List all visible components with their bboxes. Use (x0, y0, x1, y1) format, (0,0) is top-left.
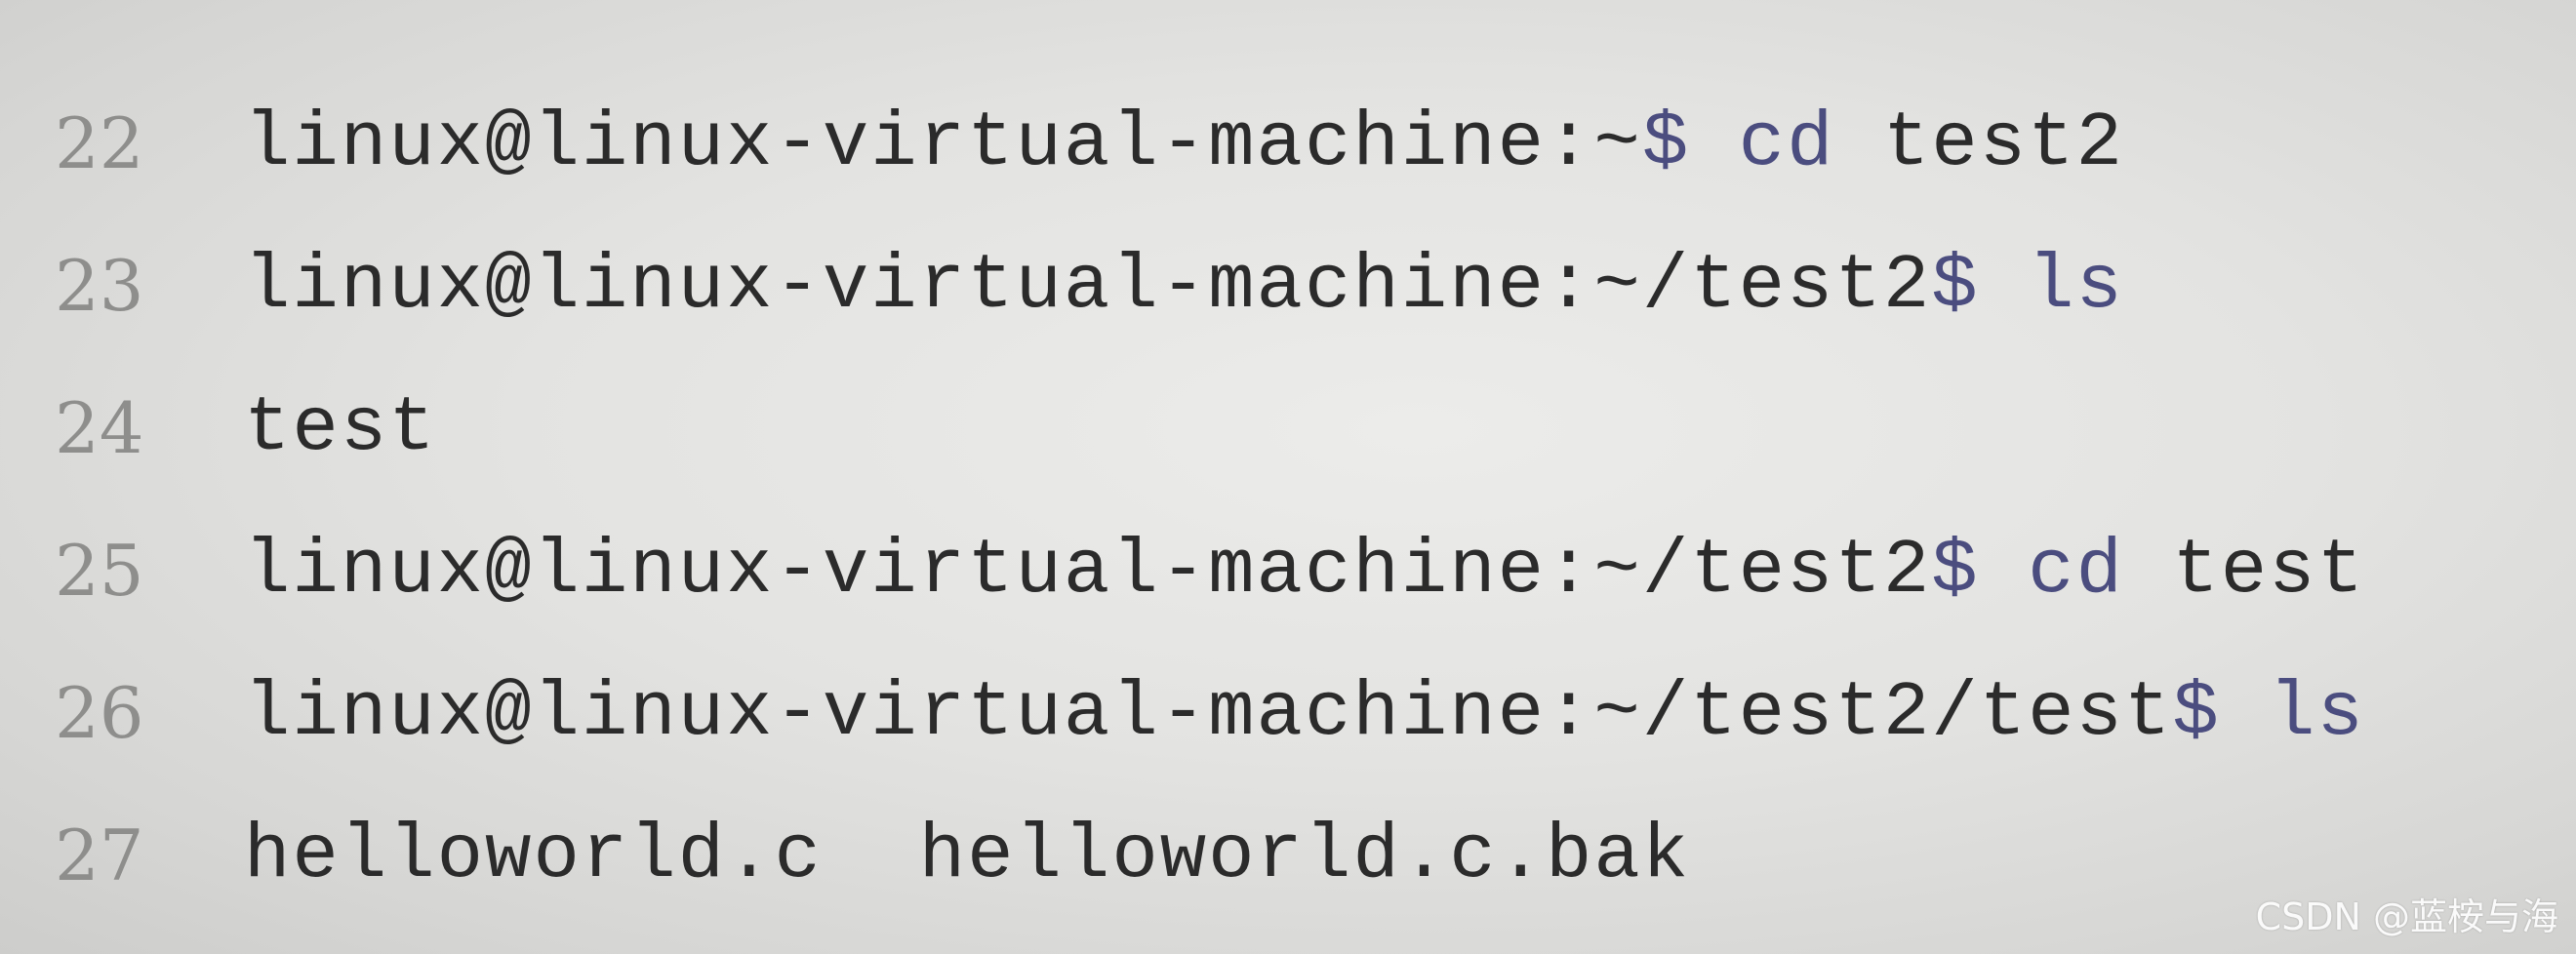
line-number: 23 (55, 245, 144, 327)
command-line: linux@linux-virtual-machine:~/test2$ ls (244, 232, 2124, 339)
command-output: helloworld.c helloworld.c.bak (244, 812, 1691, 899)
prompt-symbol: $ (2172, 669, 2221, 757)
terminal-line-22: 22 linux@linux-virtual-machine:~$ cd tes… (0, 90, 2576, 197)
terminal-line-25: 25 linux@linux-virtual-machine:~/test2$ … (0, 517, 2576, 624)
command-argument: test (2123, 527, 2365, 615)
command-name: cd (1690, 99, 1835, 187)
shell-prompt: linux@linux-virtual-machine:~/test2/test (244, 669, 2173, 757)
line-number: 24 (55, 387, 144, 469)
terminal-line-24: 24 test (0, 375, 2576, 482)
command-line: linux@linux-virtual-machine:~/test2$ cd … (244, 517, 2365, 624)
line-number: 25 (55, 530, 144, 612)
prompt-symbol: $ (1931, 527, 1980, 615)
terminal-line-26: 26 linux@linux-virtual-machine:~/test2/t… (0, 659, 2576, 767)
terminal-line-27: 27 helloworld.c helloworld.c.bak (0, 802, 2576, 909)
command-line: linux@linux-virtual-machine:~/test2/test… (244, 659, 2365, 767)
watermark: CSDN @蓝桉与海 (2255, 895, 2558, 938)
command-name: ls (1979, 242, 2124, 330)
prompt-symbol: $ (1931, 242, 1980, 330)
command-name: cd (1979, 527, 2124, 615)
shell-prompt: linux@linux-virtual-machine:~/test2 (244, 527, 1932, 615)
line-number: 22 (55, 102, 144, 184)
prompt-symbol: $ (1641, 99, 1691, 187)
command-line: linux@linux-virtual-machine:~$ cd test2 (244, 90, 2124, 197)
line-number: 26 (55, 672, 144, 754)
terminal-line-23: 23 linux@linux-virtual-machine:~/test2$ … (0, 232, 2576, 339)
shell-prompt: linux@linux-virtual-machine:~ (244, 99, 1642, 187)
shell-prompt: linux@linux-virtual-machine:~/test2 (244, 242, 1932, 330)
line-number: 27 (55, 815, 144, 896)
command-argument: test2 (1834, 99, 2124, 187)
command-name: ls (2220, 669, 2365, 757)
command-output: test (244, 384, 437, 472)
